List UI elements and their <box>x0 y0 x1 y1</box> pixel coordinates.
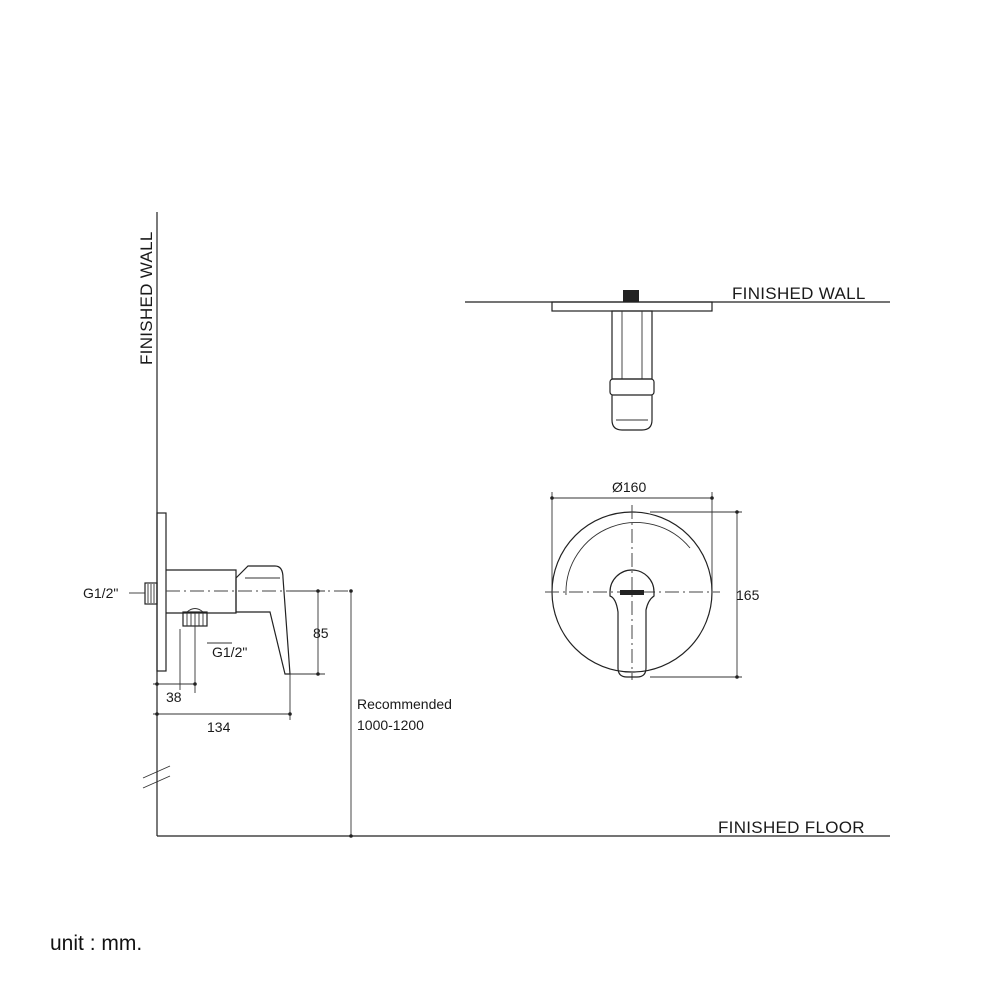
front-view: Ø160 165 <box>545 479 760 680</box>
break-mark-1 <box>142 765 171 779</box>
dim-165-label: 165 <box>736 587 760 603</box>
dim-160-label: Ø160 <box>612 479 646 495</box>
finished-wall-side-label: FINISHED WALL <box>137 231 156 365</box>
recommended-range-label: 1000-1200 <box>357 717 424 733</box>
top-body <box>611 310 653 380</box>
unit-note: unit : mm. <box>50 932 143 955</box>
top-fitting <box>623 290 639 302</box>
inlet-thread-label: G1/2" <box>83 585 118 601</box>
lever-handle <box>235 565 291 675</box>
front-lever <box>609 569 655 678</box>
inlet-thread <box>144 582 158 605</box>
recommended-label: Recommended <box>357 696 452 712</box>
top-view: FINISHED WALL <box>465 284 890 431</box>
dim-38-label: 38 <box>166 689 182 705</box>
finished-wall-top-label: FINISHED WALL <box>732 284 866 303</box>
top-handle <box>611 395 653 431</box>
outlet-thread-label: G1/2" <box>212 644 247 660</box>
dim-85-label: 85 <box>313 625 329 641</box>
dim-134-label: 134 <box>207 719 231 735</box>
top-cover-plate <box>551 301 713 312</box>
finished-floor-label: FINISHED FLOOR <box>718 818 865 837</box>
break-mark-2 <box>142 775 171 789</box>
cover-plate <box>156 512 167 672</box>
side-view: FINISHED WALL FINISHED FLOOR G1/2" <box>83 212 890 838</box>
top-handle-base <box>609 378 655 396</box>
